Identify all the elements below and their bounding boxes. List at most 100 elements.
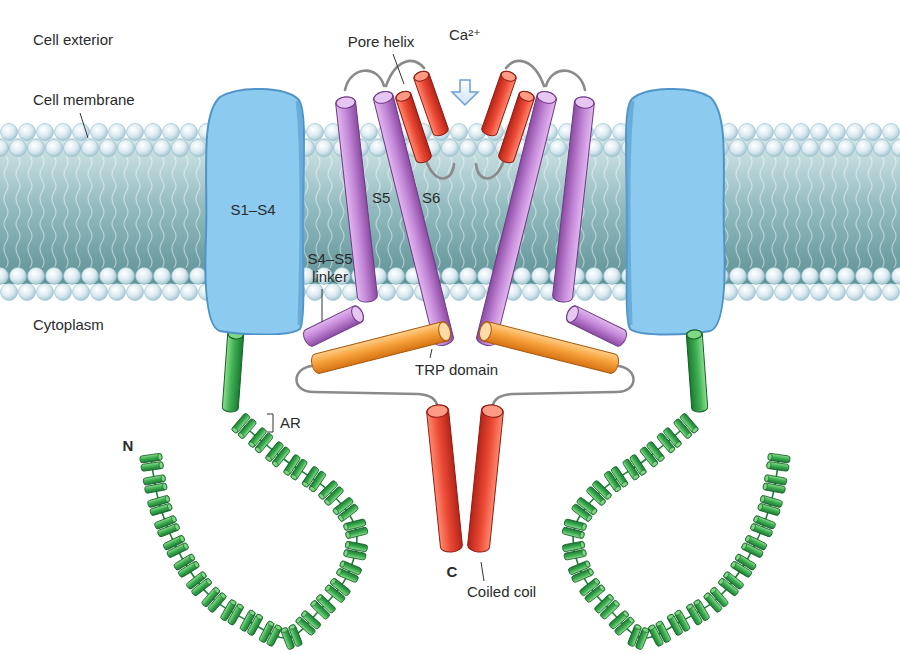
- s4-s5-linker-helix: [564, 304, 629, 348]
- repeat-helix-cap: [343, 550, 348, 557]
- repeat-helix-cap: [256, 614, 264, 621]
- ankyrin-repeat: [295, 610, 322, 636]
- repeat-helix-cap: [718, 578, 725, 586]
- ankyrin-repeat: [173, 553, 200, 578]
- s5-helix-body: [552, 96, 595, 303]
- subunit-right: [467, 61, 790, 650]
- ankyrin-repeat: [186, 571, 213, 597]
- ankyrin-repeat: [750, 515, 776, 537]
- repeat-helix-cap: [290, 474, 298, 481]
- s6-helix-cap: [373, 90, 394, 105]
- repeat-helix-cap: [183, 542, 189, 550]
- repeat-helix: [283, 454, 301, 476]
- part-label: Pore helix: [348, 33, 415, 51]
- ankyrin-repeat: [220, 599, 244, 626]
- repeat-helix: [741, 542, 764, 558]
- repeat-helix-cap: [189, 554, 196, 562]
- s4-s5-linker-helix-body: [301, 304, 366, 348]
- ankyrin-repeat: [608, 610, 635, 636]
- coiled-coil-helix-cap: [481, 404, 503, 418]
- repeat-helix-cap: [302, 481, 310, 488]
- repeat-helix-cap: [275, 624, 283, 630]
- repeat-helix: [703, 592, 723, 613]
- ankyrin-repeat: [586, 480, 612, 506]
- ankyrin-repeat: [562, 541, 587, 560]
- repeat-helix: [166, 542, 189, 558]
- repeat-helix-cap: [584, 560, 590, 567]
- repeat-helix-cap: [174, 523, 180, 530]
- repeat-helix: [679, 413, 699, 434]
- repeat-helix-cap: [339, 560, 345, 567]
- repeat-helix: [288, 624, 303, 647]
- repeat-helix: [191, 578, 213, 597]
- repeat-helix: [608, 610, 629, 630]
- repeat-helix-cap: [200, 571, 207, 579]
- ankyrin-repeat: [648, 620, 672, 647]
- repeat-helix-cap: [735, 554, 742, 562]
- repeat-helix-cap: [621, 481, 629, 488]
- repeat-helix-cap: [161, 475, 166, 482]
- repeat-helix-cap: [171, 515, 177, 522]
- repeat-helix: [667, 613, 684, 636]
- pore-helix-body: [497, 90, 535, 165]
- part-label: Coiled coil: [467, 583, 536, 601]
- coiled-coil-helix-cap: [427, 404, 449, 418]
- lipid-heads-inner: [0, 266, 900, 302]
- region-label: Cytoplasm: [33, 316, 104, 334]
- repeat-helix-cap: [162, 483, 167, 490]
- repeat-helix-cap: [628, 617, 635, 624]
- repeat-helix: [763, 483, 786, 494]
- ankyrin-repeat: [143, 474, 167, 493]
- ankyrin-repeat: [622, 454, 647, 481]
- repeat-helix-cap: [236, 603, 244, 610]
- ankyrin-repeat: [147, 495, 172, 516]
- pore-helix: [497, 90, 535, 165]
- repeat-helix-cap: [337, 514, 344, 522]
- repeat-helix: [750, 523, 773, 538]
- repeat-helix-cap: [343, 523, 348, 530]
- ankyrin-repeat: [718, 571, 745, 597]
- ankyrin-repeat: [766, 453, 790, 471]
- protein-helices: [140, 61, 791, 650]
- repeat-helix-cap: [345, 541, 350, 548]
- repeat-helix: [345, 541, 368, 552]
- ankyrin-repeat: [568, 560, 594, 583]
- repeat-helix-cap: [674, 610, 682, 617]
- coiled-coil-helix: [426, 404, 463, 553]
- repeat-helix: [339, 560, 362, 575]
- leader-line: [322, 289, 323, 322]
- ankyrin-repeat: [318, 480, 344, 506]
- repeat-helix-cap: [288, 624, 295, 630]
- leader-line: [430, 349, 432, 358]
- subunit-left: [140, 61, 463, 650]
- repeat-helix-cap: [295, 617, 302, 624]
- ankyrin-repeat: [231, 413, 257, 440]
- repeat-helix-cap: [310, 600, 317, 607]
- lipid-tails: [0, 156, 900, 268]
- leader-line: [80, 113, 88, 138]
- repeat-helix: [568, 560, 591, 575]
- ankyrin-repeat: [562, 519, 587, 539]
- s5-helix-cap: [336, 96, 356, 109]
- repeat-helix-cap: [272, 460, 279, 467]
- repeat-helix: [718, 578, 740, 597]
- ankyrin-repeat: [703, 586, 729, 613]
- repeat-helix-cap: [760, 495, 766, 502]
- repeat-helix-cap: [745, 535, 751, 543]
- s6-helix-cap: [536, 90, 557, 105]
- repeat-helix: [730, 560, 752, 577]
- part-label: S4–S5 linker: [298, 250, 362, 286]
- linker-helix-body: [686, 329, 708, 412]
- repeat-helix-cap: [301, 610, 308, 617]
- repeat-helix-cap: [668, 446, 675, 453]
- lipid-heads-outer: [0, 122, 900, 158]
- terminus-label: N: [123, 437, 134, 455]
- ankyrin-repeat: [639, 441, 665, 468]
- voltage-sensor-domain: S1–S4: [200, 85, 306, 335]
- ankyrin-repeat: [301, 466, 326, 493]
- repeat-helix-cap: [316, 594, 323, 601]
- node-shape: [205, 89, 304, 335]
- repeat-helix-cap: [267, 621, 275, 627]
- linker-helix-body: [222, 329, 244, 412]
